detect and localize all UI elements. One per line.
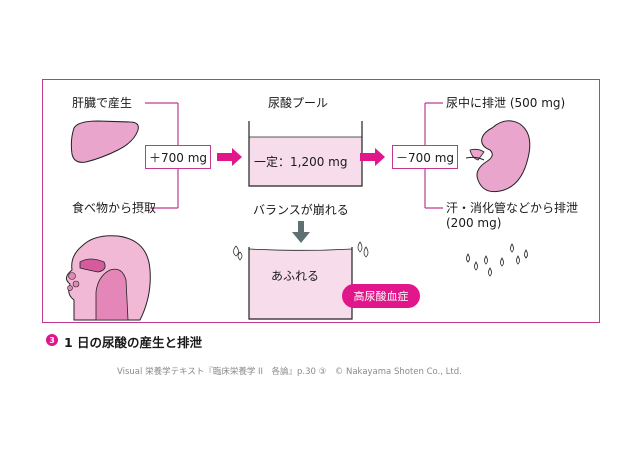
head-profile-icon [66,235,151,321]
sweat-droplets-icon [466,243,528,277]
uric-acid-pool-container [248,121,363,187]
output-arrow [360,148,385,166]
hyperuricemia-badge: 高尿酸血症 [342,284,420,308]
other-excretion-label: 汗・消化管などから排泄 [446,201,579,215]
liver-icon [70,120,139,163]
diagram-frame [42,79,600,323]
plus-amount-box: ＋700 mg [145,145,211,169]
overflow-label: あふれる [271,269,320,283]
food-intake-label: 食べ物から摂取 [72,201,157,215]
pool-title: 尿酸プール [268,96,329,110]
pool-content-label: 一定：1,200 mg [254,155,348,169]
imbalance-label: バランスが崩れる [253,203,349,217]
input-arrow [217,148,242,166]
minus-amount-box: －700 mg [392,145,458,169]
overflow-down-arrow [292,221,310,243]
other-excretion-amount: (200 mg) [446,216,502,230]
figure-caption: 1 日の尿酸の産生と排泄 [64,335,203,350]
caption-number-badge: 3 [46,334,58,346]
source-credit: Visual 栄養学テキスト『臨床栄養学 II 各論』p.30 ③ © Naka… [117,367,462,377]
kidney-icon [465,120,531,193]
urine-excretion-label: 尿中に排泄 (500 mg) [446,96,566,110]
overflow-container [233,241,369,320]
liver-production-label: 肝臓で産生 [72,96,133,110]
